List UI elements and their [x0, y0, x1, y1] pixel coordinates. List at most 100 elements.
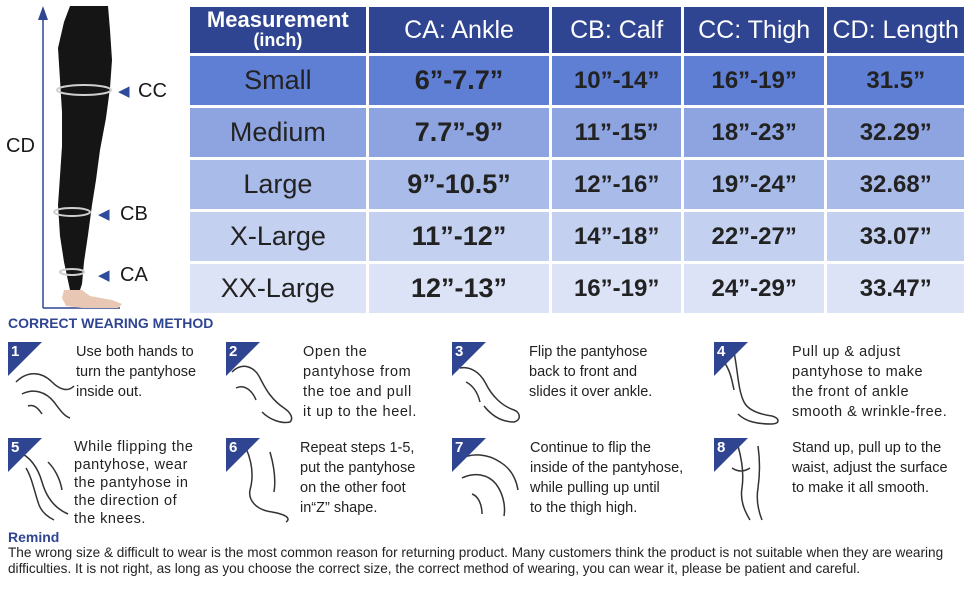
- step-line: the pantyhose in: [74, 475, 189, 491]
- length-value: 33.47”: [827, 264, 964, 313]
- thigh-value: 18”-23”: [683, 108, 825, 157]
- step-5: 5 While flipping the pantyhose, wear the…: [8, 438, 248, 530]
- step-1: 1 Use both hands to turn the pantyhose i…: [8, 342, 248, 434]
- step-line: the direction of: [74, 493, 178, 509]
- table-header-row: Measurement (inch) CA: Ankle CB: Calf CC…: [190, 7, 964, 53]
- step-line: pantyhose from: [303, 364, 412, 380]
- thigh-value: 22”-27”: [683, 212, 825, 261]
- step-line: the front of ankle: [792, 384, 910, 400]
- step-text: While flipping the pantyhose, wear the p…: [74, 438, 193, 528]
- size-name: X-Large: [190, 212, 366, 261]
- step-line: inside of the pantyhose,: [530, 460, 684, 476]
- header-measurement: Measurement (inch): [190, 7, 366, 53]
- header-measurement-label: Measurement: [206, 7, 349, 32]
- step-7: 7 Continue to flip the inside of the pan…: [452, 438, 692, 530]
- step-badge-icon: [714, 438, 748, 472]
- z-shape-icon: [245, 447, 289, 523]
- step-8: 8 Stand up, pull up to the waist, adjust…: [714, 438, 954, 530]
- thigh-value: 16”-19”: [683, 56, 825, 105]
- wearing-method-title: CORRECT WEARING METHOD: [8, 315, 214, 331]
- step-line: Stand up, pull up to the: [792, 440, 942, 456]
- size-chart-table: Measurement (inch) CA: Ankle CB: Calf CC…: [187, 4, 967, 316]
- ca-label: CA: [120, 264, 148, 286]
- step-number: 3: [455, 343, 464, 360]
- legging-figure: ◀ CC CD ◀ CB ◀ CA: [0, 0, 190, 312]
- step-line: back to front and: [529, 364, 638, 380]
- step-line: while pulling up until: [530, 480, 660, 496]
- step-text: Pull up & adjust pantyhose to make the f…: [792, 342, 947, 422]
- calf-value: 10”-14”: [552, 56, 681, 105]
- ankle-value: 9”-10.5”: [368, 160, 550, 209]
- step-badge-icon: [8, 342, 42, 376]
- table-row: X-Large 11”-12” 14”-18” 22”-27” 33.07”: [190, 212, 964, 261]
- length-value: 32.68”: [827, 160, 964, 209]
- length-value: 33.07”: [827, 212, 964, 261]
- cc-label: CC: [138, 80, 167, 102]
- calf-value: 16”-19”: [552, 264, 681, 313]
- length-value: 31.5”: [827, 56, 964, 105]
- step-line: pantyhose, wear: [74, 457, 188, 473]
- size-name: XX-Large: [190, 264, 366, 313]
- table-row: Small 6”-7.7” 10”-14” 16”-19” 31.5”: [190, 56, 964, 105]
- step-line: waist, adjust the surface: [792, 460, 948, 476]
- step-badge-icon: [8, 438, 42, 472]
- step-badge-icon: [714, 342, 748, 376]
- step-badge-icon: [226, 438, 260, 472]
- calf-value: 12”-16”: [552, 160, 681, 209]
- step-line: turn the pantyhose: [76, 364, 197, 380]
- size-name: Small: [190, 56, 366, 105]
- step-number: 1: [11, 343, 20, 360]
- hands-turning-icon: [15, 373, 75, 419]
- remind-title: Remind: [8, 529, 60, 545]
- header-length: CD: Length: [827, 7, 964, 53]
- step-text: Repeat steps 1-5, put the pantyhose on t…: [300, 438, 415, 518]
- step-line: inside out.: [76, 384, 143, 400]
- step-line: on the other foot: [300, 480, 406, 496]
- step-badge-icon: [452, 342, 486, 376]
- step-line: smooth & wrinkle-free.: [792, 404, 948, 420]
- flip-knee-icon: [17, 451, 69, 521]
- calf-value: 14”-18”: [552, 212, 681, 261]
- step-text: Open the pantyhose from the toe and pull…: [303, 342, 417, 422]
- waist-smooth-icon: [731, 445, 763, 521]
- step-line: pantyhose to make: [792, 364, 924, 380]
- cb-label: CB: [120, 203, 148, 225]
- step-line: to make it all smooth.: [792, 480, 929, 496]
- step-line: Open the: [303, 344, 368, 360]
- step-number: 5: [11, 439, 20, 456]
- step-badge-icon: [452, 438, 486, 472]
- step-number: 6: [229, 439, 238, 456]
- step-line: to the thigh high.: [530, 500, 638, 516]
- header-measurement-unit: (inch): [253, 30, 303, 50]
- remind-text: The wrong size & difficult to wear is th…: [8, 545, 944, 576]
- thigh-value: 19”-24”: [683, 160, 825, 209]
- step-line: put the pantyhose: [300, 460, 416, 476]
- cc-arrow-icon: ◀: [118, 83, 130, 100]
- header-ankle: CA: Ankle: [368, 7, 550, 53]
- table-row: Medium 7.7”-9” 11”-15” 18”-23” 32.29”: [190, 108, 964, 157]
- step-number: 4: [717, 343, 726, 360]
- step-line: it up to the heel.: [303, 404, 417, 420]
- header-calf: CB: Calf: [552, 7, 681, 53]
- ankle-value: 11”-12”: [368, 212, 550, 261]
- step-text: Flip the pantyhose back to front and sli…: [529, 342, 652, 402]
- step-number: 2: [229, 343, 238, 360]
- flip-ankle-icon: [459, 366, 520, 423]
- legging-illustration: [38, 6, 122, 309]
- step-line: the knees.: [74, 511, 146, 527]
- step-line: Continue to flip the: [530, 440, 651, 456]
- table-row: XX-Large 12”-13” 16”-19” 24”-29” 33.47”: [190, 264, 964, 313]
- cb-arrow-icon: ◀: [98, 206, 110, 223]
- step-2: 2 Open the pantyhose from the toe and pu…: [226, 342, 466, 434]
- ankle-value: 7.7”-9”: [368, 108, 550, 157]
- step-4: 4 Pull up & adjust pantyhose to make the…: [714, 342, 954, 434]
- size-name: Medium: [190, 108, 366, 157]
- header-thigh: CC: Thigh: [683, 7, 825, 53]
- step-line: the toe and pull: [303, 384, 412, 400]
- step-line: Use both hands to: [76, 344, 194, 360]
- step-text: Use both hands to turn the pantyhose ins…: [76, 342, 196, 402]
- ca-arrow-icon: ◀: [98, 267, 110, 284]
- toe-pull-icon: [231, 365, 293, 424]
- step-line: in“Z” shape.: [300, 500, 378, 516]
- size-name: Large: [190, 160, 366, 209]
